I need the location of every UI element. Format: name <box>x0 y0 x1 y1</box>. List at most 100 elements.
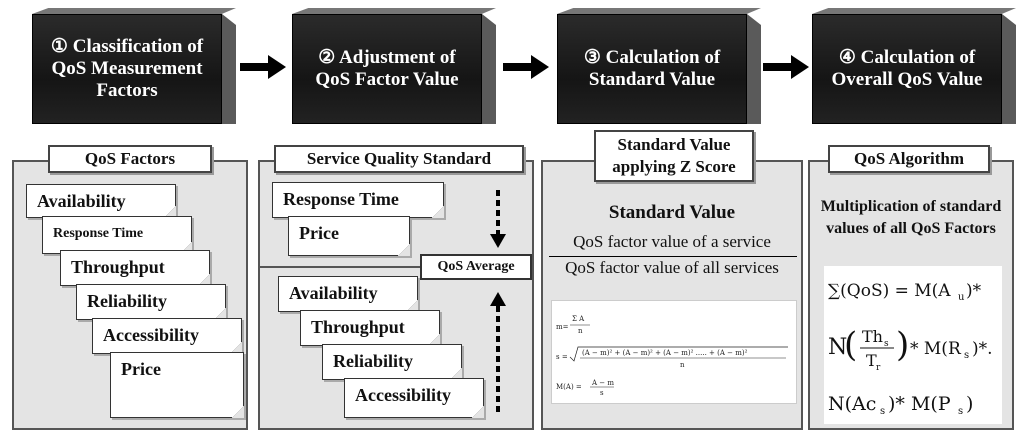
step-4-label: Calculation of Overall QoS Value <box>831 47 983 90</box>
svg-text:Th: Th <box>862 327 883 346</box>
step-1-box: ① Classification of QoS Measurement Fact… <box>32 8 236 126</box>
svg-text:(A − m)² + (A − m)² + (A − m)²: (A − m)² + (A − m)² + (A − m)² ..... + (… <box>582 349 748 357</box>
step-3-label: Calculation of Standard Value <box>588 47 721 90</box>
standard-card-price: Price <box>288 216 410 256</box>
factor-label: Throughput <box>71 257 165 277</box>
standard-card-accessibility: Accessibility <box>344 378 484 418</box>
svg-text:* M(R: * M(R <box>910 339 962 359</box>
svg-text:u: u <box>958 292 965 303</box>
step-box-top <box>292 8 496 14</box>
step-1-text: ① Classification of QoS Measurement Fact… <box>32 14 222 124</box>
svg-text:(: ( <box>844 325 857 365</box>
standard-label: Throughput <box>311 317 405 337</box>
svg-text:N: N <box>828 335 847 360</box>
algorithm-description-text: Multiplication of standard values of all… <box>820 198 1002 237</box>
qos-algorithm-title: QoS Algorithm <box>828 145 990 173</box>
svg-text:n: n <box>680 361 685 369</box>
svg-text:): ) <box>896 325 909 365</box>
svg-text:)*: )* <box>966 281 982 301</box>
standard-card-throughput: Throughput <box>300 310 440 346</box>
qos-factors-panel: Availability Response Time Throughput Re… <box>12 160 248 430</box>
svg-text:M(A) =: M(A) = <box>556 383 582 391</box>
step-box-top <box>812 8 1016 14</box>
step-1-number: ① <box>50 36 68 57</box>
right-arrow-icon <box>240 55 286 79</box>
panel-title-text: Service Quality Standard <box>306 149 492 168</box>
svg-text:)* M(P: )* M(P <box>888 393 951 415</box>
standard-label: Response Time <box>283 189 399 209</box>
right-arrow-icon <box>763 55 809 79</box>
svg-text:s: s <box>600 389 604 397</box>
factor-label: Response Time <box>53 226 144 241</box>
svg-text:n: n <box>578 327 583 335</box>
svg-text:A − m: A − m <box>591 379 614 387</box>
step-4-text: ④ Calculation of Overall QoS Value <box>812 14 1002 124</box>
dashed-up-arrow-icon <box>490 292 506 414</box>
qos-average-label: QoS Average <box>437 259 515 274</box>
service-quality-title: Service Quality Standard <box>274 145 524 173</box>
numerator-text: QoS factor value of a service <box>573 232 771 251</box>
standard-card-reliability: Reliability <box>322 344 462 380</box>
step-4-number: ④ <box>838 47 856 68</box>
factor-card-reliability: Reliability <box>76 284 226 320</box>
step-2-number: ② <box>318 47 336 68</box>
factor-label: Availability <box>37 191 126 211</box>
step-box-side <box>1002 14 1016 124</box>
fraction-numerator: QoS factor value of a service <box>543 232 801 252</box>
factor-card-response-time: Response Time <box>42 216 192 254</box>
step-2-box: ② Adjustment of QoS Factor Value <box>292 8 496 126</box>
factor-card-price: Price <box>110 352 244 418</box>
svg-text:): ) <box>966 393 973 415</box>
standard-label: Accessibility <box>355 385 451 405</box>
svg-text:T: T <box>866 351 877 370</box>
svg-text:s =: s = <box>556 353 568 361</box>
fraction-bar <box>549 256 797 257</box>
standard-value-heading-text: Standard Value <box>608 202 736 223</box>
step-3-box: ③ Calculation of Standard Value <box>557 8 761 126</box>
standard-label: Availability <box>289 283 378 303</box>
svg-text:m=: m= <box>556 323 569 331</box>
z-score-formula-image: m= Σ A n s = (A − m)² + (A − m)² + (A − … <box>551 300 797 404</box>
svg-text:s: s <box>958 406 963 417</box>
step-box-side <box>747 14 761 124</box>
step-box-top <box>32 8 236 14</box>
step-4-box: ④ Calculation of Overall QoS Value <box>812 8 1016 126</box>
svg-text:Σ A: Σ A <box>572 315 585 323</box>
fraction-denominator: QoS factor value of all services <box>543 258 801 278</box>
step-2-text: ② Adjustment of QoS Factor Value <box>292 14 482 124</box>
svg-text:s: s <box>880 406 885 417</box>
standard-label: Price <box>299 223 339 243</box>
factor-card-throughput: Throughput <box>60 250 210 286</box>
qos-factors-title: QoS Factors <box>48 145 212 173</box>
panel-title-text: QoS Algorithm <box>853 149 965 168</box>
standard-value-title: Standard Value applying Z Score <box>594 130 754 182</box>
standard-value-heading: Standard Value <box>543 202 801 224</box>
factor-label: Accessibility <box>103 325 199 345</box>
step-3-text: ③ Calculation of Standard Value <box>557 14 747 124</box>
service-quality-panel: Response Time Price Availability Through… <box>258 160 534 430</box>
factor-card-availability: Availability <box>26 184 176 218</box>
step-box-top <box>557 8 761 14</box>
step-2-label: Adjustment of QoS Factor Value <box>315 47 459 90</box>
svg-text:r: r <box>876 363 881 373</box>
panel-title-text: Standard Value applying Z Score <box>612 135 736 176</box>
right-arrow-icon <box>503 55 549 79</box>
svg-text:∑(QoS) = M(A: ∑(QoS) = M(A <box>828 281 951 301</box>
standard-card-availability: Availability <box>278 276 418 312</box>
standard-label: Reliability <box>333 351 413 371</box>
dashed-down-arrow-icon <box>490 190 506 248</box>
panel-title-text: QoS Factors <box>84 149 176 168</box>
factor-label: Reliability <box>87 291 167 311</box>
algorithm-description: Multiplication of standard values of all… <box>818 196 1004 240</box>
qos-average-box: QoS Average <box>420 254 532 280</box>
svg-text:s: s <box>884 339 889 349</box>
svg-text:N(Ac: N(Ac <box>828 393 876 415</box>
standard-card-response-time: Response Time <box>272 182 444 218</box>
factor-label: Price <box>121 359 161 379</box>
panel-divider <box>260 266 532 268</box>
step-box-side <box>222 14 236 124</box>
denominator-text: QoS factor value of all services <box>565 258 779 277</box>
factor-card-accessibility: Accessibility <box>92 318 242 354</box>
step-1-label: Classification of QoS Measurement Factor… <box>51 36 204 101</box>
